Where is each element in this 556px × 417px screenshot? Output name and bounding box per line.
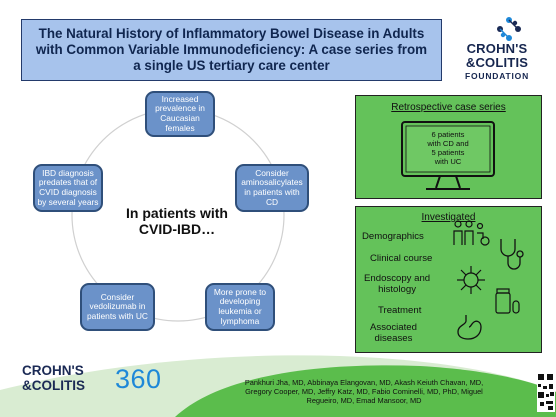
investigated-panel: Investigated Demographics Clinical cours… xyxy=(355,206,542,353)
retrospective-heading: Retrospective case series xyxy=(391,102,506,113)
investigated-item-endoscopy: Endoscopy and histology xyxy=(364,273,431,295)
stethoscope-icon xyxy=(500,239,524,270)
pill-bottle-icon xyxy=(495,288,520,314)
investigated-item-demographics: Demographics xyxy=(362,231,424,242)
qr-code-icon xyxy=(537,372,555,412)
crohns-colitis-foundation-logo: CROHN'S &COLITIS FOUNDATION xyxy=(443,17,551,83)
investigated-item-treatment: Treatment xyxy=(378,305,422,316)
investigated-item-associated-diseases: Associated diseases xyxy=(370,322,417,344)
stomach-icon xyxy=(457,315,482,340)
bottom-logo-line2: &COLITIS xyxy=(22,378,85,393)
cycle-node-diagnosis-timing: IBD diagnosis predates that of CVID diag… xyxy=(33,164,103,212)
cycle-node-vedolizumab: Consider vedolizumab in patients with UC xyxy=(80,283,155,331)
author-list: Pankhuri Jha, MD, Abbinaya Elangovan, MD… xyxy=(244,378,484,405)
investigated-item-clinical-course: Clinical course xyxy=(370,253,433,264)
poster-title: The Natural History of Inflammatory Bowe… xyxy=(35,26,428,73)
poster-title-box: The Natural History of Inflammatory Bowe… xyxy=(21,19,442,81)
virus-icon xyxy=(457,266,485,294)
foundation-logo-line3: FOUNDATION xyxy=(464,71,530,81)
cvid-ibd-cycle-diagram: Increased prevalence in Caucasian female… xyxy=(0,85,340,380)
foundation-logo-line2: &COLITIS xyxy=(465,55,529,70)
bottom-logo-number: 360 xyxy=(115,364,162,394)
retrospective-panel: Retrospective case series 6 patients wit… xyxy=(355,95,542,199)
monitor-icon xyxy=(401,121,495,190)
people-icon xyxy=(453,220,490,246)
foundation-logo-mark-icon xyxy=(497,17,521,41)
cycle-center-label: In patients with CVID-IBD… xyxy=(126,205,228,237)
patient-count-text: 6 patients with CD and 5 patients with U… xyxy=(427,130,469,166)
cycle-node-prevalence: Increased prevalence in Caucasian female… xyxy=(145,91,215,137)
bottom-logo-line1: CROHN'S xyxy=(22,363,84,378)
bottom-wave-graphic xyxy=(0,355,556,417)
investigated-heading: Investigated xyxy=(421,212,476,223)
foundation-logo-line1: CROHN'S xyxy=(466,41,528,56)
cycle-node-aminosalicylates: Consider aminosalicylates in patients wi… xyxy=(235,164,309,212)
cycle-node-leukemia: More prone to developing leukemia or lym… xyxy=(205,283,275,331)
